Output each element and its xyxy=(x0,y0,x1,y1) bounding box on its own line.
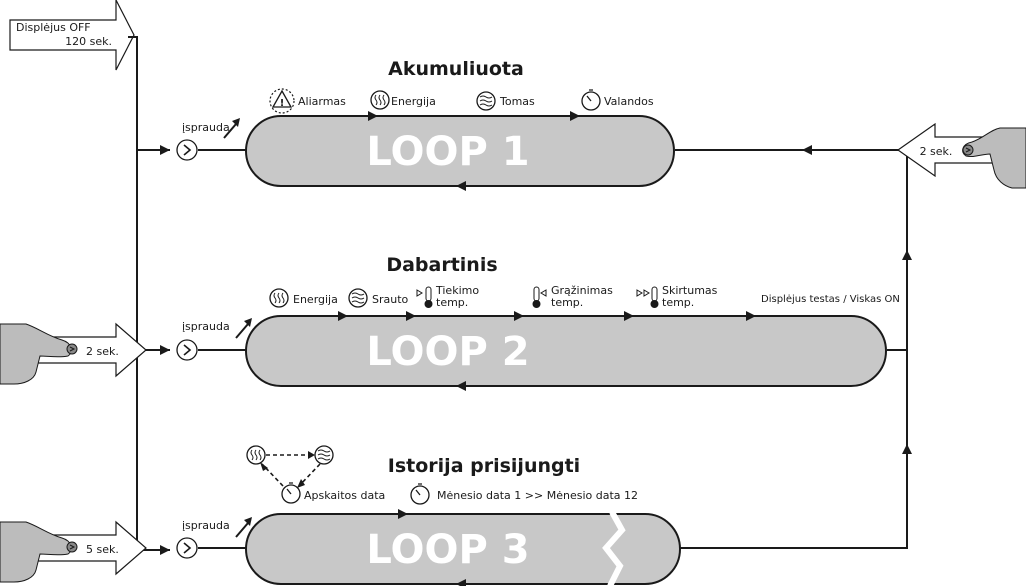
enter-pointer xyxy=(223,123,237,139)
arrow-right xyxy=(406,311,416,321)
loop2-enter-label: įsprauda xyxy=(182,320,230,333)
loop3-item-1: Apskaitos data xyxy=(304,489,385,502)
flow-icon xyxy=(476,91,496,111)
loop1-title: Akumuliuota xyxy=(388,58,524,80)
loop2-title: Dabartinis xyxy=(386,254,497,276)
arrow-right xyxy=(368,111,378,121)
enter-pointer xyxy=(235,323,249,339)
arrow-head xyxy=(244,517,252,526)
history-cycle xyxy=(246,445,334,504)
arrow-head xyxy=(297,479,305,488)
loop2-press-label: 2 sek. xyxy=(86,345,119,358)
loop2-box xyxy=(245,315,887,387)
arrow-right xyxy=(160,145,170,155)
arrow-right xyxy=(624,311,634,321)
svg-text:!: ! xyxy=(280,98,285,109)
timer-icon xyxy=(410,483,430,505)
loop2-label: LOOP 2 xyxy=(366,329,529,375)
loop2-item-tiekimo-1: Tiekimo xyxy=(435,284,479,297)
thermometer-icon xyxy=(532,286,547,308)
push-button-icon xyxy=(176,537,198,559)
arrow-left xyxy=(456,381,466,391)
energy-icon xyxy=(246,445,266,465)
loop1-item-4: Valandos xyxy=(604,95,654,108)
loop3-label: LOOP 3 xyxy=(366,527,529,573)
loop3-title: Istorija prisijungti xyxy=(388,455,580,477)
loop1-enter-label: įsprauda xyxy=(182,121,230,134)
arrow-right xyxy=(160,345,170,355)
warning-icon: ! xyxy=(269,88,295,114)
display-off-label: Displėjus OFF xyxy=(16,21,91,34)
loop1-press-label: 2 sek. xyxy=(920,145,953,158)
loop3-press-arrow: 5 sek. xyxy=(0,520,147,583)
push-button-icon xyxy=(176,139,198,161)
loop1-item-1: Aliarmas xyxy=(298,95,346,108)
loop2-item-energija: Energija xyxy=(293,293,338,306)
display-off-arrow: Displėjus OFF 120 sek. xyxy=(9,0,135,71)
loop2-item-grazinimas-2: temp. xyxy=(551,296,583,309)
arrow-left xyxy=(456,181,466,191)
hand-icon xyxy=(0,521,78,583)
arrow-right xyxy=(746,311,756,321)
loop3-return-line xyxy=(680,350,908,549)
break-mark xyxy=(602,510,626,586)
arrow-right xyxy=(338,311,348,321)
loop2-item-skirtumas-1: Skirtumas xyxy=(662,284,718,297)
arrow-right xyxy=(398,509,408,519)
arrow-up xyxy=(902,444,912,454)
arrow-up xyxy=(902,250,912,260)
left-bus-line xyxy=(128,36,170,551)
arrow-left xyxy=(802,145,812,155)
loop3-enter-label: įsprauda xyxy=(182,519,230,532)
timer-icon xyxy=(581,89,601,111)
push-button-icon xyxy=(176,339,198,361)
loop2-return-line xyxy=(887,150,908,351)
loop2-item-testas: Displėjus testas / Viskas ON xyxy=(761,294,900,305)
loop1-item-3: Tomas xyxy=(499,95,535,108)
arrow-right xyxy=(514,311,524,321)
arrow-left xyxy=(456,579,466,586)
loop3-item-2: Mėnesio data 1 >> Mėnesio data 12 xyxy=(437,489,638,502)
arrow-right xyxy=(570,111,580,121)
energy-icon xyxy=(370,90,390,110)
arrow-head xyxy=(260,462,268,471)
loop1-label: LOOP 1 xyxy=(366,129,529,175)
timer-icon xyxy=(281,482,301,504)
flow-icon xyxy=(348,288,368,308)
flow-icon xyxy=(314,445,334,465)
energy-icon xyxy=(269,288,289,308)
loop3-press-label: 5 sek. xyxy=(86,543,119,556)
enter-pointer xyxy=(235,522,249,538)
loop1-item-2: Energija xyxy=(391,95,436,108)
arrow-head xyxy=(232,118,240,127)
hand-icon xyxy=(962,127,1026,189)
arrow-head xyxy=(308,451,315,459)
hand-icon xyxy=(0,323,78,385)
thermometer-icon xyxy=(416,286,433,308)
loop2-item-tiekimo-2: temp. xyxy=(436,296,468,309)
loop2-item-grazinimas-1: Grąžinimas xyxy=(551,284,613,297)
loop2-item-srauto: Srauto xyxy=(372,293,409,306)
thermometer-icon xyxy=(636,286,659,308)
arrow-head xyxy=(244,318,252,327)
loop2-press-arrow: 2 sek. xyxy=(0,322,147,385)
display-off-time: 120 sek. xyxy=(65,35,112,48)
arrow-right xyxy=(160,545,170,555)
loop2-item-skirtumas-2: temp. xyxy=(662,296,694,309)
loop1-press-arrow: 2 sek. xyxy=(896,122,1026,189)
